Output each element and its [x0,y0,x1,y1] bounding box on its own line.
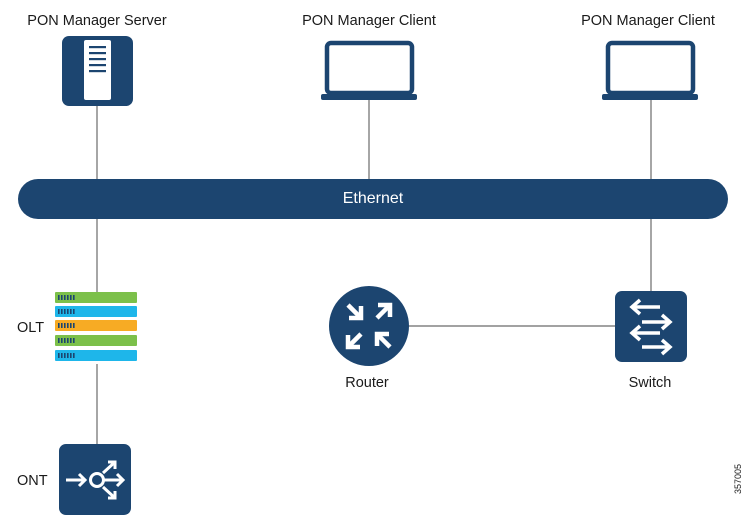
laptop-icon [602,40,698,100]
olt-rack-icon [55,292,137,361]
laptop-icon [321,40,417,100]
olt-label: OLT [17,320,45,336]
switch-arrows-icon [615,291,687,362]
connection-lines [96,100,652,444]
router-label: Router [345,375,389,391]
ont-icon [59,444,131,515]
switch-label: Switch [628,375,672,391]
ont-label: ONT [17,473,48,489]
router-icon [329,286,409,366]
server-label: PON Manager Server [27,13,167,29]
server-tower-icon [62,36,133,106]
client-label-2: PON Manager Client [581,13,715,29]
ethernet-bus [18,179,728,219]
ethernet-label: Ethernet [342,190,404,207]
client-label-1: PON Manager Client [302,13,436,29]
figure-id: 357005 [733,463,743,494]
